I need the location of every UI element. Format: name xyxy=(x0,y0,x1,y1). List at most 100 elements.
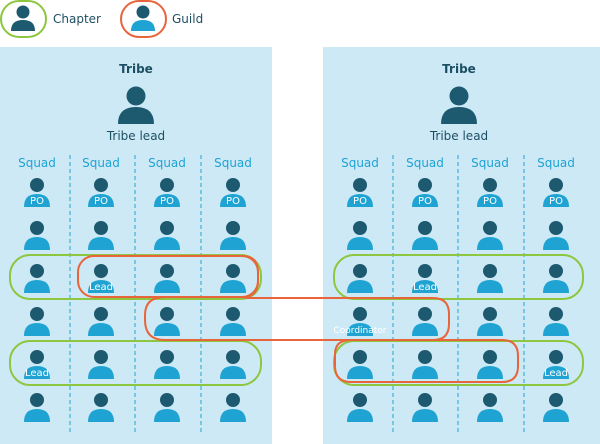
person-head xyxy=(30,178,44,192)
person-body xyxy=(412,366,438,379)
squad-label: Squad xyxy=(148,156,186,170)
chapter-outline-right-row3 xyxy=(333,254,584,300)
person-body xyxy=(477,366,503,379)
person-icon xyxy=(220,221,246,250)
person-head xyxy=(483,264,497,278)
legend: Chapter Guild xyxy=(0,0,203,38)
person-body xyxy=(347,237,373,250)
person-icon: Lead xyxy=(88,264,114,293)
tribe-title-left: Tribe xyxy=(119,62,153,76)
squad-label: Squad xyxy=(82,156,120,170)
person-body xyxy=(24,280,50,293)
person-body xyxy=(347,194,373,207)
person-head xyxy=(353,393,367,407)
person-body xyxy=(88,366,114,379)
person-icon xyxy=(154,350,180,379)
person-head xyxy=(94,178,108,192)
person-icon xyxy=(154,307,180,336)
person-badge-label: PO xyxy=(549,196,563,207)
person-head xyxy=(160,264,174,278)
person-body xyxy=(154,366,180,379)
person-head xyxy=(94,264,108,278)
person-icon xyxy=(543,264,569,293)
person-body xyxy=(347,409,373,422)
person-body xyxy=(220,280,246,293)
person-body xyxy=(412,280,438,293)
person-icon: PO xyxy=(88,178,114,207)
person-head xyxy=(160,350,174,364)
person-body xyxy=(543,237,569,250)
person-head xyxy=(30,350,44,364)
person-icon: PO xyxy=(220,178,246,207)
person-body xyxy=(347,366,373,379)
person-head xyxy=(353,264,367,278)
person-badge-label: Lead xyxy=(544,368,568,379)
person-icon xyxy=(477,307,503,336)
person-body xyxy=(154,409,180,422)
person-head xyxy=(483,221,497,235)
person-icon xyxy=(412,221,438,250)
person-icon xyxy=(154,264,180,293)
person-head xyxy=(549,350,563,364)
person-icon: PO xyxy=(347,178,373,207)
person-badge-label: PO xyxy=(353,196,367,207)
person-icon xyxy=(543,307,569,336)
person-head xyxy=(226,178,240,192)
person-body xyxy=(88,237,114,250)
person-icon xyxy=(412,307,438,336)
person-icon: Lead xyxy=(412,264,438,293)
person-head xyxy=(483,350,497,364)
person-body xyxy=(154,194,180,207)
person-head xyxy=(353,178,367,192)
person-icon: Lead xyxy=(24,350,50,379)
person-body xyxy=(88,323,114,336)
person-icon xyxy=(24,264,50,293)
person-head xyxy=(226,221,240,235)
person-icon xyxy=(477,264,503,293)
person-head xyxy=(94,307,108,321)
person-head xyxy=(94,350,108,364)
person-head xyxy=(353,221,367,235)
person-icon: Lead xyxy=(543,350,569,379)
person-icon xyxy=(24,221,50,250)
person-badge-label: PO xyxy=(160,196,174,207)
person-icon xyxy=(24,307,50,336)
person-head xyxy=(483,307,497,321)
person-body xyxy=(154,237,180,250)
person-head xyxy=(30,393,44,407)
person-body xyxy=(477,280,503,293)
person-head xyxy=(226,307,240,321)
person-badge-label: PO xyxy=(30,196,44,207)
legend-guild-swatch xyxy=(120,0,167,38)
tribe-lead-label-right: Tribe lead xyxy=(429,129,488,143)
person-body xyxy=(543,409,569,422)
person-body xyxy=(24,194,50,207)
person-head xyxy=(418,393,432,407)
person-head xyxy=(418,264,432,278)
person-icon xyxy=(220,264,246,293)
person-body xyxy=(412,194,438,207)
person-head xyxy=(160,178,174,192)
person-head xyxy=(226,350,240,364)
person-body xyxy=(543,323,569,336)
person-icon: PO xyxy=(412,178,438,207)
person-badge-label: Lead xyxy=(25,368,49,379)
person-icon xyxy=(347,350,373,379)
person-body xyxy=(220,194,246,207)
person-icon xyxy=(220,350,246,379)
person-head xyxy=(353,350,367,364)
person-icon xyxy=(88,350,114,379)
person-head xyxy=(226,264,240,278)
person-body xyxy=(477,237,503,250)
person-body xyxy=(220,409,246,422)
person-body xyxy=(220,323,246,336)
person-badge-label: PO xyxy=(94,196,108,207)
person-icon xyxy=(220,307,246,336)
squad-label: Squad xyxy=(537,156,575,170)
person-badge-label: PO xyxy=(418,196,432,207)
person-icon xyxy=(154,221,180,250)
person-head xyxy=(94,221,108,235)
person-body xyxy=(543,280,569,293)
person-head xyxy=(549,307,563,321)
